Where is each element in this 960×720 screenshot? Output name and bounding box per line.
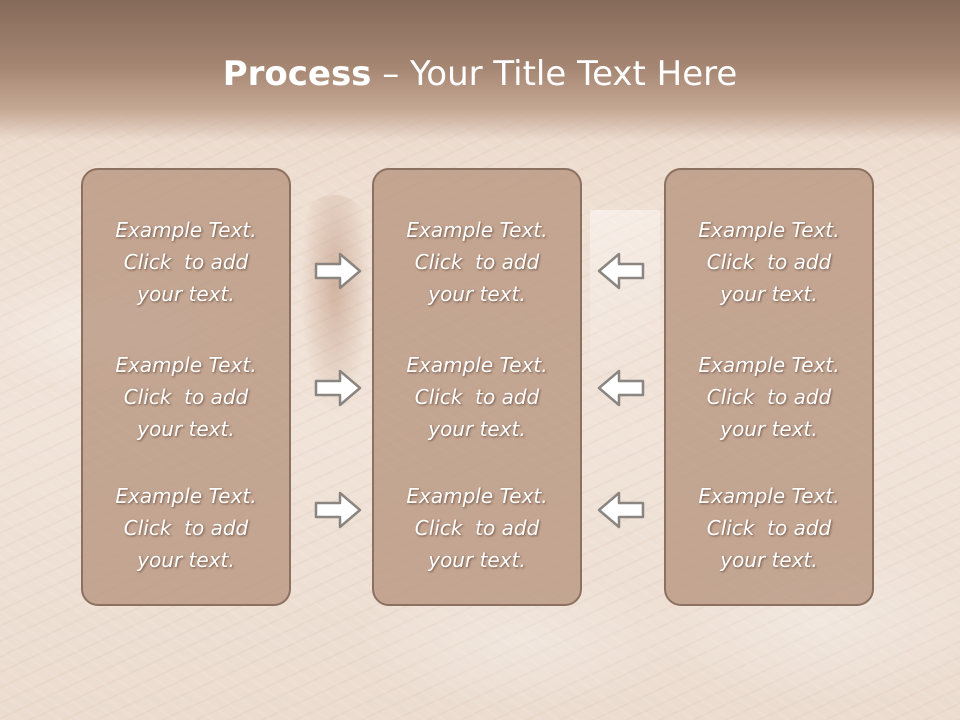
text-line: Example Text. xyxy=(698,484,840,508)
box-text[interactable]: Example Text. Click to add your text. xyxy=(374,480,580,576)
arrow-left-icon[interactable] xyxy=(597,251,645,291)
text-line: your text. xyxy=(137,417,235,441)
text-line: your text. xyxy=(720,417,818,441)
process-box-left[interactable]: Example Text. Click to add your text. Ex… xyxy=(81,168,291,606)
text-line: Click to add xyxy=(414,385,540,409)
arrow-left-icon[interactable] xyxy=(597,368,645,408)
text-line: Example Text. xyxy=(698,353,840,377)
box-text[interactable]: Example Text. Click to add your text. xyxy=(83,349,289,445)
text-line: Click to add xyxy=(414,516,540,540)
text-line: Click to add xyxy=(414,250,540,274)
slide-title[interactable]: Process – Your Title Text Here xyxy=(0,48,960,100)
arrow-right-icon[interactable] xyxy=(314,490,362,530)
box-text[interactable]: Example Text. Click to add your text. xyxy=(666,349,872,445)
box-text[interactable]: Example Text. Click to add your text. xyxy=(374,214,580,310)
text-line: your text. xyxy=(137,548,235,572)
text-line: Example Text. xyxy=(406,353,548,377)
process-box-right[interactable]: Example Text. Click to add your text. Ex… xyxy=(664,168,874,606)
arrow-right-icon[interactable] xyxy=(314,368,362,408)
header-band xyxy=(0,0,960,140)
text-line: your text. xyxy=(428,282,526,306)
text-line: Click to add xyxy=(706,250,832,274)
arrow-left-icon[interactable] xyxy=(597,490,645,530)
box-text[interactable]: Example Text. Click to add your text. xyxy=(374,349,580,445)
background-hand-image xyxy=(300,195,370,415)
text-line: Example Text. xyxy=(406,218,548,242)
text-line: your text. xyxy=(428,417,526,441)
title-bold: Process xyxy=(222,54,372,94)
background-paper-image xyxy=(590,210,660,370)
box-text[interactable]: Example Text. Click to add your text. xyxy=(83,480,289,576)
box-text[interactable]: Example Text. Click to add your text. xyxy=(666,480,872,576)
text-line: your text. xyxy=(137,282,235,306)
arrow-right-icon[interactable] xyxy=(314,251,362,291)
text-line: your text. xyxy=(428,548,526,572)
text-line: Click to add xyxy=(123,516,249,540)
text-line: Example Text. xyxy=(115,484,257,508)
text-line: Example Text. xyxy=(115,353,257,377)
process-box-center[interactable]: Example Text. Click to add your text. Ex… xyxy=(372,168,582,606)
text-line: Click to add xyxy=(123,250,249,274)
text-line: Click to add xyxy=(706,385,832,409)
title-rest: – Your Title Text Here xyxy=(371,54,738,94)
box-text[interactable]: Example Text. Click to add your text. xyxy=(83,214,289,310)
text-line: your text. xyxy=(720,548,818,572)
text-line: Example Text. xyxy=(406,484,548,508)
text-line: Example Text. xyxy=(115,218,257,242)
text-line: Click to add xyxy=(123,385,249,409)
text-line: Example Text. xyxy=(698,218,840,242)
box-text[interactable]: Example Text. Click to add your text. xyxy=(666,214,872,310)
text-line: your text. xyxy=(720,282,818,306)
text-line: Click to add xyxy=(706,516,832,540)
